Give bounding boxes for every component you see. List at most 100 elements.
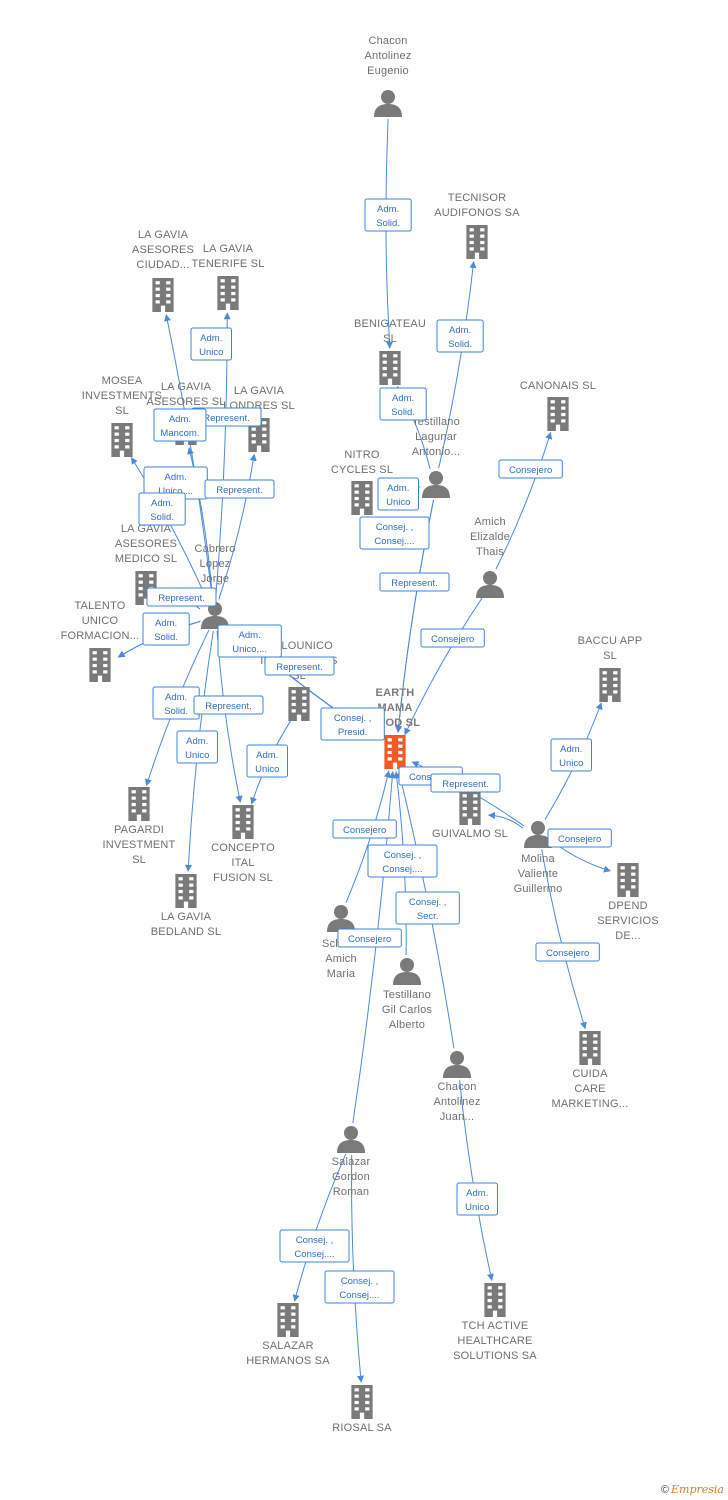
edge-label-chacon_juan-to-tch[interactable]: Adm. Unico [456, 1182, 498, 1216]
building-icon [617, 863, 639, 897]
edge-label-salazar_roman-to-riosal[interactable]: Consej. ,Consej.... [324, 1270, 395, 1304]
edge-testillano_antonio-to-tecnisor [438, 261, 477, 469]
edge-label-text: Consej.... [374, 536, 414, 547]
edge-label-cabrero-to-talento[interactable]: Adm.Solid. [142, 612, 190, 646]
edge-label-box [377, 477, 419, 511]
edge-label-testillano_antonio-to-tecnisor[interactable]: Adm.Solid. [436, 319, 484, 353]
building-icon [599, 668, 621, 702]
edge-label-text: Unico [465, 1202, 489, 1213]
edge-chacon_eugenio-to-benigateau [385, 118, 393, 349]
edge-label-box [176, 730, 218, 764]
edge-label-box [337, 928, 402, 948]
edge-label-testillano_antonio-to-benigateau[interactable]: Adm.Solid. [379, 387, 427, 421]
edge-label-cabrero-to-talento[interactable]: Represent. [146, 587, 217, 607]
edge-label-text: Consej.... [339, 1290, 379, 1301]
edge-label-text: Represent. [205, 701, 251, 712]
edge-salazar_roman-to-salazar_hermanos [292, 1153, 347, 1302]
edge-label-text: Represent. [391, 578, 437, 589]
edge-label-testillano_antonio-to-earth[interactable]: Consej. ,Consej.... [359, 516, 430, 550]
edge-cabrero-to-gavia_asesores [187, 447, 214, 600]
edge-label-text: Adm. [151, 498, 173, 509]
node-label: RIOSAL SA [332, 1422, 392, 1434]
edge-label-text: Solid. [448, 339, 472, 350]
edge-label-cabrero-to-concepto[interactable]: Represent. [193, 695, 264, 715]
edge-label-text: Consejero [343, 825, 386, 836]
edge-cabrero-to-gavia_ciudad [164, 314, 213, 600]
edge-label-cabrero-to-gavia_ciudad[interactable]: Adm.Unico [190, 327, 232, 361]
edge-label-cabrero-to-gavia_bedland[interactable]: Adm.Unico [176, 730, 218, 764]
node-riosal[interactable]: RIOSAL SA [332, 1385, 392, 1434]
edge-label-testillano_antonio-to-earth[interactable]: Represent. [379, 572, 450, 592]
edge-label-cabrero-to-earth[interactable]: Represent. [264, 656, 335, 676]
edge-label-box [456, 1182, 498, 1216]
edge-label-cabrero-to-earth[interactable]: Consej. ,Presid. [320, 707, 385, 741]
edge-label-cabrero-to-gavia_medico[interactable]: Adm.Solid. [138, 492, 186, 526]
edge-label-amich_thais-to-canonais[interactable]: Consejero [498, 459, 563, 479]
edge-label-box [379, 572, 450, 592]
edge-label-molina-to-baccu[interactable]: Adm.Unico [550, 738, 592, 772]
edge-label-text: Adm. [466, 1188, 488, 1199]
edge-label-chacon_juan-to-earth[interactable]: Consej. ,Secr. [395, 891, 460, 925]
edge-label-text: Represent. [203, 413, 249, 424]
edge-label-salazar_roman-to-salazar_hermanos[interactable]: Consej. ,Consej.... [279, 1229, 350, 1263]
building-icon [547, 397, 569, 431]
building-icon [89, 648, 111, 682]
edge-label-testillano_carlos-to-earth[interactable]: Consej. ,Consej.... [367, 844, 438, 878]
edge-label-text: Adm. [560, 744, 582, 755]
edge-label-box [367, 844, 438, 878]
edge-label-cabrero-to-mosea[interactable]: Adm.Mancom. [153, 408, 207, 442]
edge-label-testillano_antonio-to-nitro[interactable]: Adm.Unico [377, 477, 419, 511]
edge-label-cabrero-to-gavia_londres[interactable]: Represent. [204, 479, 275, 499]
edge-label-cabrero-to-earth[interactable]: Adm.Unico,... [217, 624, 282, 658]
person-icon [443, 1051, 471, 1078]
node-guivalmo[interactable]: GUIVALMO SL [432, 791, 508, 840]
edge-label-cabrero-to-pagardi[interactable]: Adm.Solid. [152, 686, 200, 720]
edge-label-solounico-to-concepto[interactable]: Adm.Unico [246, 744, 288, 778]
edge-label-box [153, 408, 207, 442]
edge-label-salazar_roman-to-earth[interactable]: Consejero [337, 928, 402, 948]
edge-label-molina-to-dpend[interactable]: Consejero [547, 828, 612, 848]
brand-logo-text[interactable]: Empresia [671, 1483, 724, 1496]
edge-label-molina-to-guivalmo[interactable]: Represent. [430, 773, 501, 793]
node-canonais[interactable]: CANONAIS SL [520, 380, 596, 431]
edge-label-molina-to-cuida[interactable]: Consejero [535, 942, 600, 962]
edge-label-box [364, 198, 412, 232]
edge-label-box [550, 738, 592, 772]
edge-label-chacon_eugenio-to-benigateau[interactable]: Adm.Solid. [364, 198, 412, 232]
edge-salazar_roman-to-earth [352, 771, 396, 1124]
edge-label-schmid-to-earth[interactable]: Consejero [332, 819, 397, 839]
edge-label-amich_thais-to-earth[interactable]: Consejero [420, 628, 485, 648]
person-icon [374, 90, 402, 117]
